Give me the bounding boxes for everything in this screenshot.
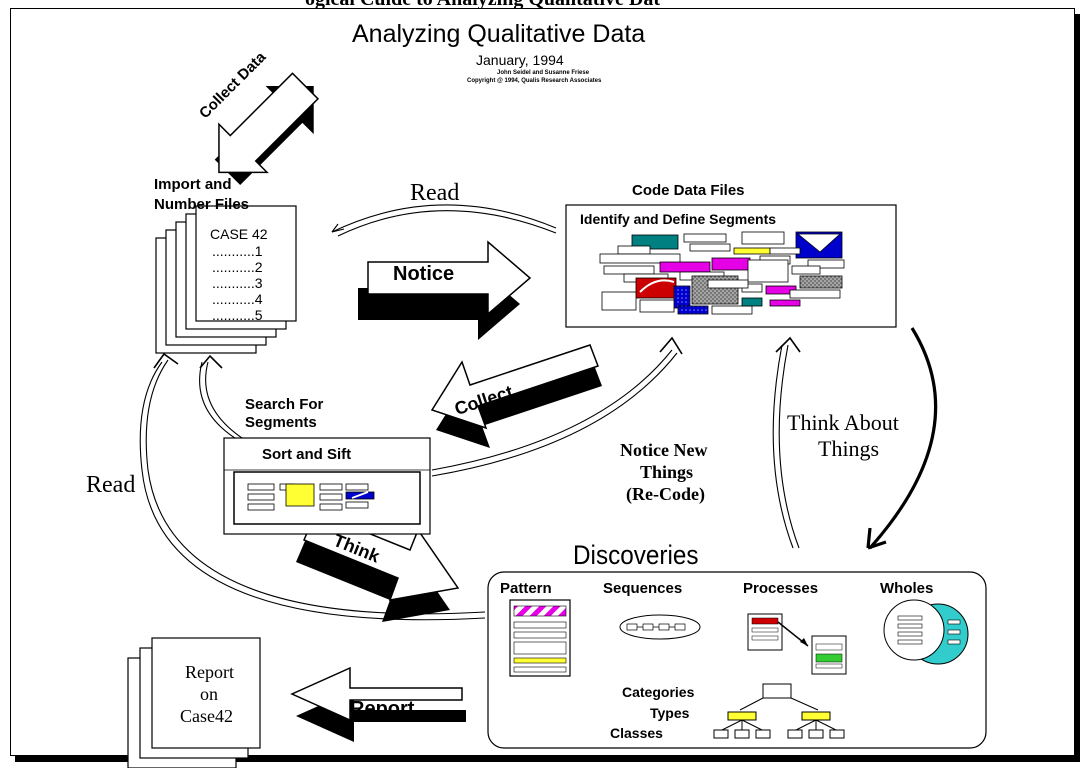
search-title-2: Segments xyxy=(245,414,317,431)
sort-sift-label: Sort and Sift xyxy=(262,446,352,463)
import-file-stack xyxy=(155,205,297,354)
sort-and-sift-box xyxy=(223,437,431,535)
notice-new-label-3: (Re-Code) xyxy=(626,484,705,504)
search-to-import-curve xyxy=(199,354,246,441)
import-line: ...........2 xyxy=(212,259,263,275)
code-data-title: Code Data Files xyxy=(632,182,745,199)
import-numbered-lines: ...........1 ...........2 ...........3 .… xyxy=(212,243,263,323)
notice-arrow xyxy=(358,240,532,340)
notice-new-label-1: Notice New xyxy=(620,440,708,460)
discoveries-title: Discoveries xyxy=(573,540,699,570)
discovery-sequences: Sequences xyxy=(603,580,683,597)
import-case-label: CASE 42 xyxy=(210,226,268,242)
discovery-pattern: Pattern xyxy=(500,580,552,597)
import-line: ...........4 xyxy=(212,291,263,307)
import-line: ...........1 xyxy=(212,243,263,259)
discoveries-box xyxy=(487,571,987,749)
diagram-authors: John Seidel and Susanne Friese xyxy=(497,70,590,76)
code-data-box xyxy=(565,204,897,328)
import-line: ...........3 xyxy=(212,275,263,291)
read-left-curve xyxy=(139,352,486,621)
think-about-label-1: Think About xyxy=(787,410,899,435)
collect-data-arrow xyxy=(214,72,320,186)
notice-new-curve xyxy=(772,336,801,549)
report-doc-line-2: on xyxy=(200,684,218,704)
report-doc-stack xyxy=(127,637,261,768)
think-about-curve xyxy=(866,327,938,550)
diagram-title: Analyzing Qualitative Data xyxy=(352,20,646,48)
read-top-label: Read xyxy=(410,180,460,206)
notice-label: Notice xyxy=(393,263,455,285)
diagram-copyright: Copyright @ 1994, Qualis Research Associ… xyxy=(467,78,602,84)
sort-to-code-curve xyxy=(431,336,683,477)
discovery-wholes: Wholes xyxy=(880,580,934,597)
report-doc-line-3: Case42 xyxy=(180,706,233,726)
discovery-processes: Processes xyxy=(743,580,819,597)
read-left-label: Read xyxy=(86,472,136,498)
hierarchy-classes: Classes xyxy=(610,725,663,741)
top-caption-fragment: ogical Cuide to Analyzing Qualitative Da… xyxy=(305,0,660,11)
report-doc-line-1: Report xyxy=(185,662,234,682)
report-label: Report xyxy=(350,698,415,720)
read-top-curve xyxy=(331,204,557,237)
diagram-date: January, 1994 xyxy=(476,52,564,68)
import-title-1: Import and xyxy=(154,176,232,193)
think-about-label-2: Things xyxy=(818,436,880,461)
hierarchy-categories: Categories xyxy=(622,684,695,700)
hierarchy-types: Types xyxy=(650,705,690,721)
import-line: ...........5 xyxy=(212,307,263,323)
code-data-subtitle: Identify and Define Segments xyxy=(580,211,777,227)
report-arrow xyxy=(290,666,466,742)
collect-arrow xyxy=(430,344,602,448)
notice-new-label-2: Things xyxy=(640,462,694,482)
import-title-2: Number Files xyxy=(154,196,250,213)
search-title-1: Search For xyxy=(245,396,324,413)
